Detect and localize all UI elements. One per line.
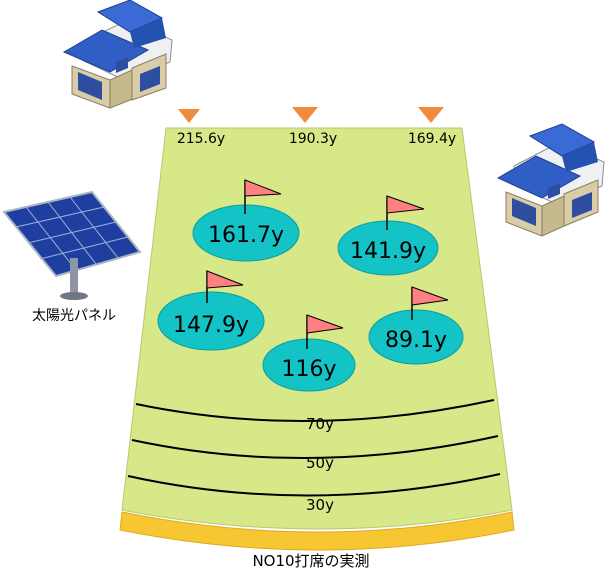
- flag-icon: [244, 179, 282, 197]
- house-icon: [496, 123, 605, 237]
- marker-triangle-icon: [418, 107, 444, 123]
- distance-line-50: [131, 435, 499, 460]
- distance-line-70: [135, 399, 495, 423]
- flag-icon: [206, 270, 244, 289]
- target-green: 116y: [262, 314, 356, 392]
- solar-panel-label: 太陽光パネル: [32, 308, 116, 324]
- target-label: 116y: [281, 357, 336, 382]
- target-green: 141.9y: [337, 195, 439, 276]
- flag-icon: [306, 314, 344, 334]
- distance-label: 50y: [306, 454, 334, 472]
- distance-line-30: [127, 473, 501, 497]
- flag-icon: [411, 286, 449, 306]
- target-green: 161.7y: [192, 179, 300, 262]
- flag-icon: [386, 195, 425, 214]
- distance-label: 30y: [306, 496, 334, 514]
- target-label: 141.9y: [350, 239, 426, 264]
- marker-label: 190.3y: [289, 131, 337, 147]
- marker-triangle-icon: [178, 109, 200, 123]
- target-label: 161.7y: [208, 223, 284, 248]
- target-label: 147.9y: [173, 313, 249, 338]
- marker-label: 169.4y: [408, 131, 456, 147]
- target-green: 89.1y: [368, 286, 464, 365]
- target-label: 89.1y: [385, 328, 447, 353]
- marker-label: 215.6y: [177, 131, 225, 147]
- tee-strip: [119, 511, 515, 551]
- caption: NO10打席の実測: [252, 552, 369, 570]
- distance-label: 70y: [306, 415, 334, 433]
- marker-triangle-icon: [292, 107, 318, 123]
- house-icon: [62, 0, 173, 109]
- solar-panel-icon: [2, 190, 142, 300]
- target-green: 147.9y: [157, 270, 265, 351]
